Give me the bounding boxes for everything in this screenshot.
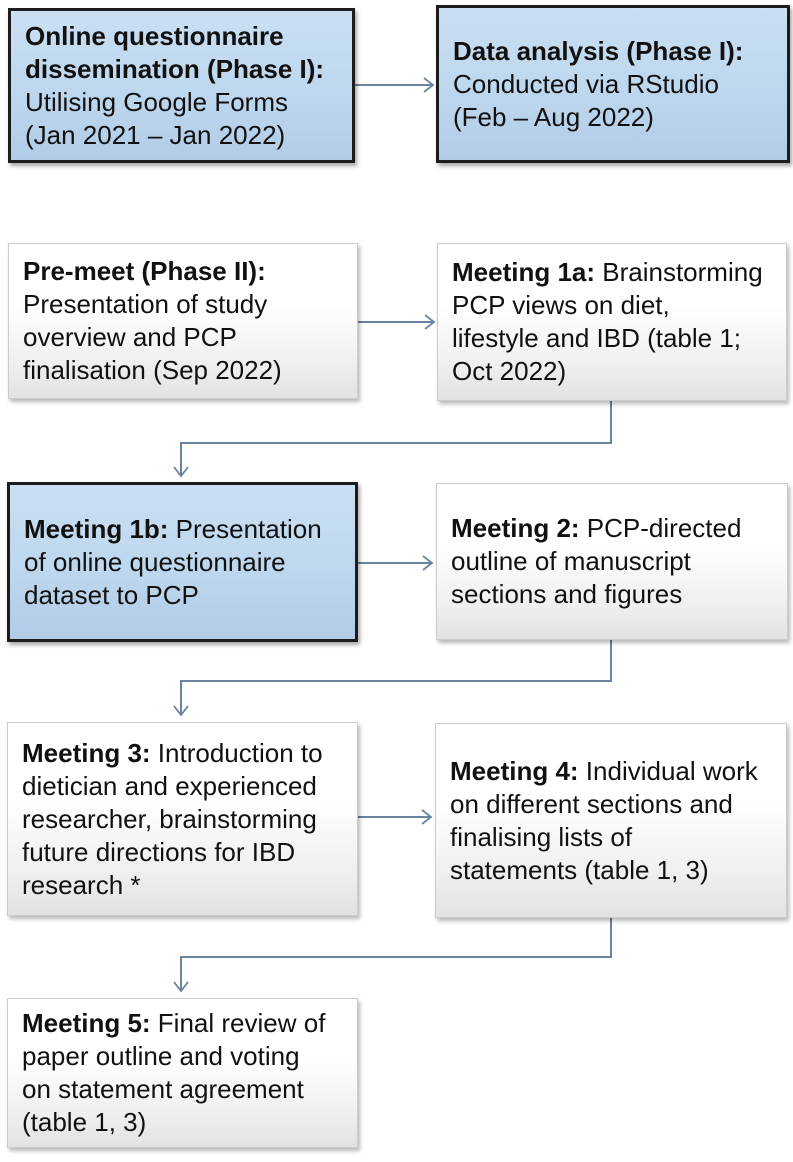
box-body: Individual work on different sections an… xyxy=(450,755,758,885)
box-body: Presentation of online questionnaire dat… xyxy=(24,513,322,610)
flow-box-meeting-3: Meeting 3: Introduction to dietician and… xyxy=(7,722,358,916)
connector-meeting2-to-meeting3 xyxy=(173,640,612,717)
box-title: Online questionnaire dissemination (Phas… xyxy=(25,20,325,84)
box-text: Data analysis (Phase I): Conducted via R… xyxy=(439,31,749,138)
box-text: Meeting 2: PCP-directed outline of manus… xyxy=(437,508,747,615)
connector-meeting1a-to-meeting1b xyxy=(173,401,612,478)
box-title: Meeting 3: xyxy=(22,737,151,768)
box-body: Presentation of study overview and PCP f… xyxy=(23,289,282,385)
box-body: Conducted via RStudio (Feb – Aug 2022) xyxy=(453,68,719,132)
flow-box-data-analysis: Data analysis (Phase I): Conducted via R… xyxy=(436,5,790,163)
box-title: Meeting 1a: xyxy=(452,257,596,287)
box-text: Meeting 3: Introduction to dietician and… xyxy=(8,733,329,906)
box-text: Meeting 1a: Brainstorming PCP views on d… xyxy=(438,252,769,392)
box-body: Final review of paper outline and voting… xyxy=(22,1008,326,1137)
flow-box-pre-meet: Pre-meet (Phase II): Presentation of stu… xyxy=(8,243,358,399)
box-text: Meeting 4: Individual work on different … xyxy=(436,751,764,891)
box-body: PCP-directed outline of manuscript secti… xyxy=(451,513,742,609)
flow-box-meeting-1b: Meeting 1b: Presentation of online quest… xyxy=(7,482,358,642)
box-text: Pre-meet (Phase II): Presentation of stu… xyxy=(9,251,288,391)
box-title: Pre-meet (Phase II): xyxy=(23,256,266,286)
box-text: Online questionnaire dissemination (Phas… xyxy=(11,16,330,156)
box-text: Meeting 5: Final review of paper outline… xyxy=(8,1003,331,1143)
box-title: Data analysis (Phase I): xyxy=(453,35,744,66)
box-title: Meeting 1b: xyxy=(24,513,169,544)
box-body: Utilising Google Forms (Jan 2021 – Jan 2… xyxy=(25,86,288,150)
flow-box-meeting-5: Meeting 5: Final review of paper outline… xyxy=(7,998,358,1148)
flow-box-meeting-2: Meeting 2: PCP-directed outline of manus… xyxy=(436,483,788,640)
box-text: Meeting 1b: Presentation of online quest… xyxy=(10,509,328,616)
connector-meeting4-to-meeting5 xyxy=(173,918,612,993)
box-body: Brainstorming PCP views on diet, lifesty… xyxy=(452,257,763,386)
box-body: Introduction to dietician and experience… xyxy=(22,737,323,900)
flow-box-meeting-4: Meeting 4: Individual work on different … xyxy=(435,723,787,918)
flow-box-online-questionnaire: Online questionnaire dissemination (Phas… xyxy=(8,8,355,163)
box-title: Meeting 4: xyxy=(450,755,579,786)
flow-box-meeting-1a: Meeting 1a: Brainstorming PCP views on d… xyxy=(437,243,787,401)
box-title: Meeting 2: xyxy=(451,513,580,543)
box-title: Meeting 5: xyxy=(22,1008,151,1038)
